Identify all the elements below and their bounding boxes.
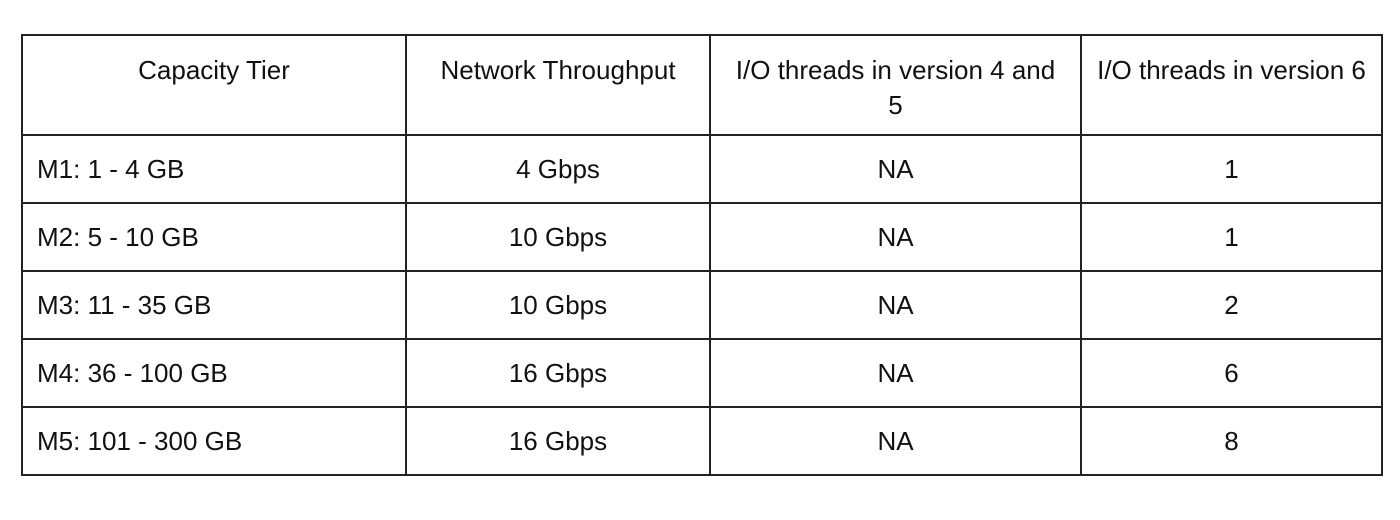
cell-capacity-tier: M3: 11 - 35 GB	[21, 270, 407, 340]
cell-capacity-tier: M2: 5 - 10 GB	[21, 202, 407, 272]
header-network-throughput: Network Throughput	[405, 34, 711, 136]
cell-io-threads-v6: 8	[1080, 406, 1383, 476]
table-body: M1: 1 - 4 GB 4 Gbps NA 1 M2: 5 - 10 GB 1…	[21, 134, 1383, 476]
cell-io-threads-v4-v5: NA	[709, 406, 1082, 476]
table-row: M3: 11 - 35 GB 10 Gbps NA 2	[21, 270, 1383, 340]
cell-io-threads-v4-v5: NA	[709, 134, 1082, 204]
cell-capacity-tier: M5: 101 - 300 GB	[21, 406, 407, 476]
cell-io-threads-v4-v5: NA	[709, 202, 1082, 272]
capacity-tier-table-container: Capacity Tier Network Throughput I/O thr…	[21, 34, 1383, 476]
cell-network-throughput: 10 Gbps	[405, 202, 711, 272]
table-row: M2: 5 - 10 GB 10 Gbps NA 1	[21, 202, 1383, 272]
cell-network-throughput: 10 Gbps	[405, 270, 711, 340]
cell-capacity-tier: M4: 36 - 100 GB	[21, 338, 407, 408]
table-row: M1: 1 - 4 GB 4 Gbps NA 1	[21, 134, 1383, 204]
header-row: Capacity Tier Network Throughput I/O thr…	[21, 34, 1383, 136]
cell-network-throughput: 16 Gbps	[405, 338, 711, 408]
cell-io-threads-v6: 6	[1080, 338, 1383, 408]
cell-io-threads-v4-v5: NA	[709, 338, 1082, 408]
cell-io-threads-v4-v5: NA	[709, 270, 1082, 340]
cell-io-threads-v6: 1	[1080, 202, 1383, 272]
header-io-threads-v6: I/O threads in version 6	[1080, 34, 1383, 136]
capacity-tier-table: Capacity Tier Network Throughput I/O thr…	[21, 34, 1383, 476]
cell-network-throughput: 16 Gbps	[405, 406, 711, 476]
table-row: M4: 36 - 100 GB 16 Gbps NA 6	[21, 338, 1383, 408]
cell-io-threads-v6: 2	[1080, 270, 1383, 340]
header-io-threads-v4-v5: I/O threads in version 4 and 5	[709, 34, 1082, 136]
table-row: M5: 101 - 300 GB 16 Gbps NA 8	[21, 406, 1383, 476]
cell-network-throughput: 4 Gbps	[405, 134, 711, 204]
header-capacity-tier: Capacity Tier	[21, 34, 407, 136]
cell-io-threads-v6: 1	[1080, 134, 1383, 204]
table-header: Capacity Tier Network Throughput I/O thr…	[21, 34, 1383, 136]
cell-capacity-tier: M1: 1 - 4 GB	[21, 134, 407, 204]
